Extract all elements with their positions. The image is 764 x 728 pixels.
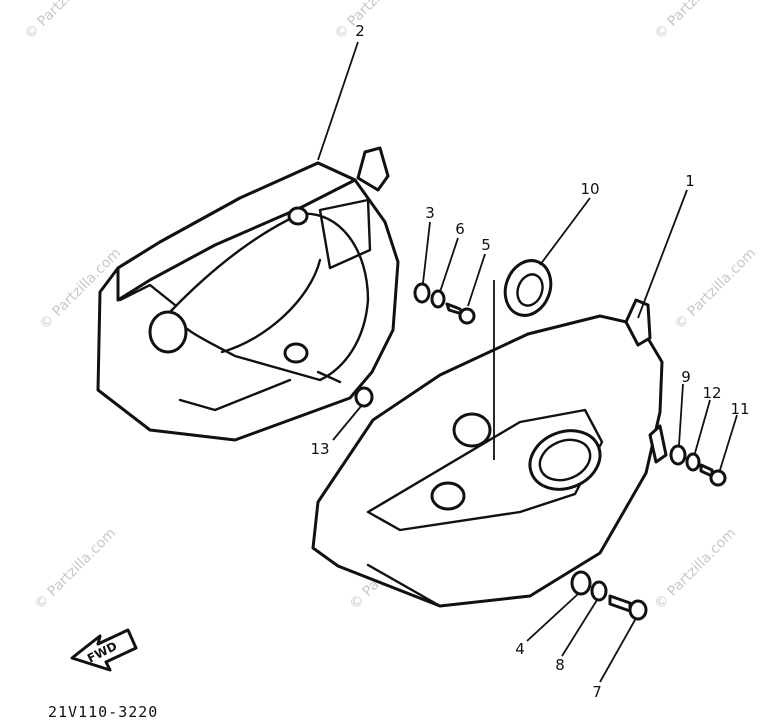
callouts: 1 2 3 4 5 6 7 8 9 10 11 12 13 — [310, 22, 749, 701]
part-7-bolt — [608, 594, 648, 621]
part-10-seal — [503, 259, 553, 317]
callout-1: 1 — [685, 172, 695, 190]
fwd-arrow: FWD — [70, 628, 138, 672]
watermark: © Partzilla.com — [652, 0, 740, 43]
watermark: © Partzilla.com — [652, 525, 740, 613]
callout-11: 11 — [730, 400, 749, 418]
part-2-inner-cover — [96, 146, 400, 442]
callout-5: 5 — [481, 236, 491, 254]
part-5-bolt — [445, 302, 476, 325]
callout-10: 10 — [580, 180, 599, 198]
part-12-washer — [685, 452, 701, 472]
watermark: © Partzilla.com — [332, 0, 420, 43]
watermark: © Partzilla.com — [22, 0, 110, 43]
part-code: 21V110-3220 — [48, 703, 158, 721]
part-11-bolt — [699, 463, 727, 487]
part-9-washer — [669, 444, 687, 466]
part-4-washer — [570, 570, 592, 596]
callout-4: 4 — [515, 640, 525, 658]
part-3-washer — [413, 282, 431, 304]
part-13-grommet — [354, 386, 374, 408]
callout-9: 9 — [681, 368, 691, 386]
part-6-washer — [430, 289, 446, 309]
part-8-washer — [590, 580, 608, 602]
watermark: © Partzilla.com — [32, 525, 120, 613]
callout-13: 13 — [310, 440, 329, 458]
callout-6: 6 — [455, 220, 465, 238]
callout-8: 8 — [555, 656, 565, 674]
callout-12: 12 — [702, 384, 721, 402]
watermark: © Partzilla.com — [672, 245, 760, 333]
part-1-outer-cover — [311, 298, 668, 608]
callout-7: 7 — [592, 683, 602, 701]
callout-2: 2 — [355, 22, 365, 40]
leader-lines — [317, 41, 738, 683]
callout-3: 3 — [425, 204, 435, 222]
